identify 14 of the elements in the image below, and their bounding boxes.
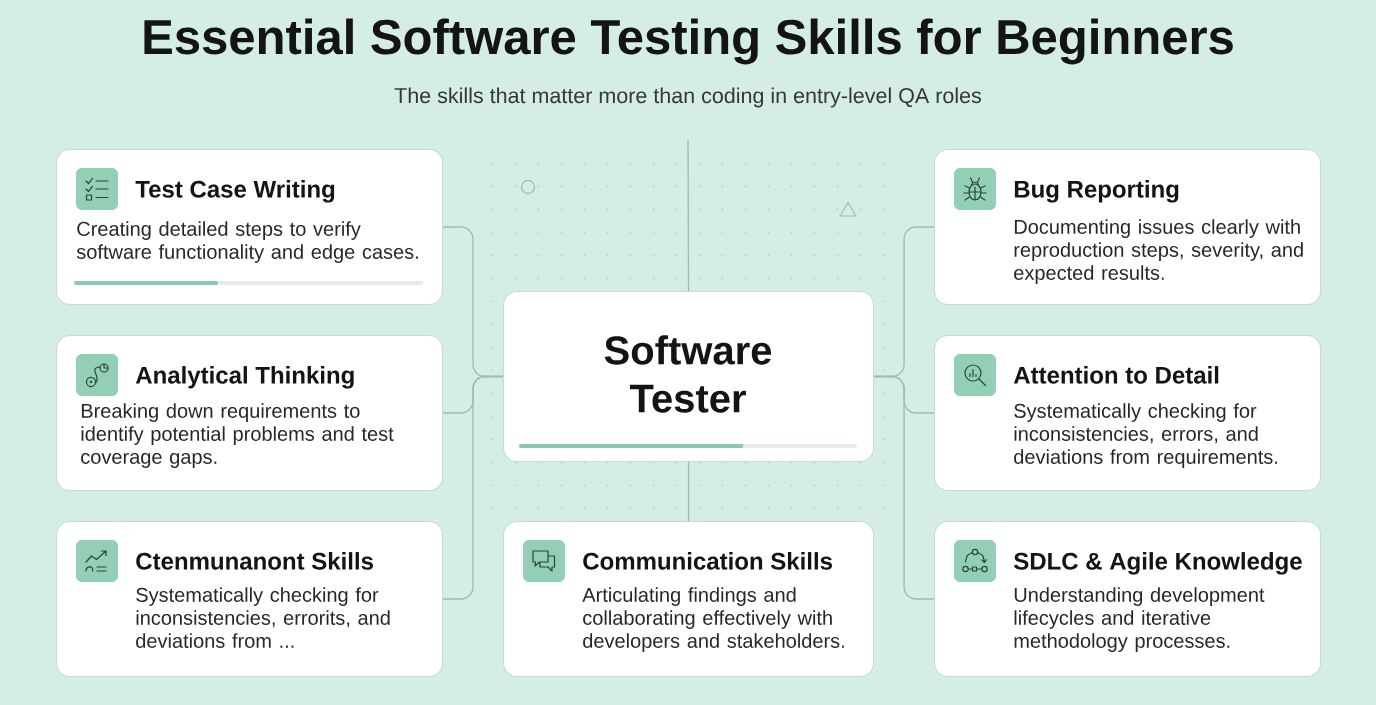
skill-card: Test Case Writing Creating detailed steps to verify software functionality and edge cases. (56, 149, 444, 306)
skill-card: Attention to Detail Systematically checking for inconsistencies, errors, and deviations from requirements. (934, 335, 1322, 492)
title: Essential Software Testing Skills for Beginners (144, 18, 1233, 65)
subtitle: The skills that matter more than coding in entry-level QA roles (394, 87, 981, 108)
connector-line (873, 375, 935, 600)
skill-card: Analytical Thinking Breaking down requirements to identify potential problems and test coverage gaps. (56, 335, 444, 492)
skill-card: SDLC & Agile Knowledge Understanding development lifecycles and iterative methodology processes. (934, 521, 1322, 678)
skill-card: Ctenmunanont Skills Systematically checking for inconsistencies, errorits, and deviations from ... (56, 521, 444, 678)
skill-card: Communication Skills Articulating findings and collaborating effectively with developers and stakeholders. (503, 521, 875, 678)
connector-line (442, 375, 504, 600)
central-card: Software Tester (503, 291, 875, 463)
connector-line (687, 139, 690, 292)
skill-card: Bug Reporting Documenting issues clearly with reproduction steps, severity, and expected results. (934, 149, 1322, 306)
connector-line (687, 461, 690, 522)
